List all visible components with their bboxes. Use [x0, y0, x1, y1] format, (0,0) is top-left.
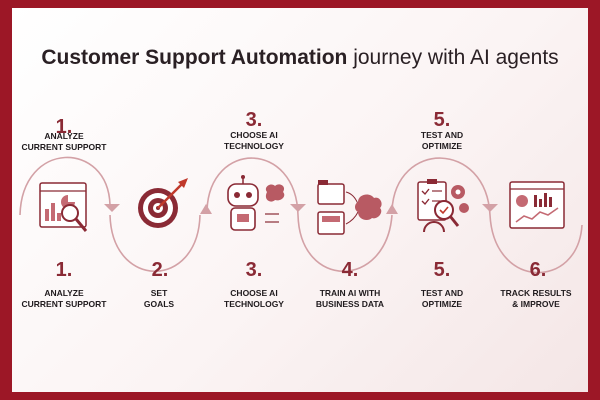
top-step-1-label: ANALYZE CURRENT SUPPORT	[21, 131, 107, 152]
bottom-step-3-number: 3.	[245, 259, 263, 281]
bottom-step-1-number: 1.	[55, 259, 73, 281]
bottom-step-6-label: TRACK RESULTS & IMPROVE	[500, 288, 572, 309]
ai-robot-icon	[227, 175, 285, 231]
flow-arrow-2	[200, 204, 212, 214]
bottom-step-5-number: 5.	[433, 259, 451, 281]
top-step-3-label: CHOOSE AI TECHNOLOGY	[224, 130, 284, 151]
title-rest: journey with AI agents	[347, 46, 559, 69]
bottom-step-6-number: 6.	[529, 259, 547, 281]
top-step-5-label: TEST AND OPTIMIZE	[420, 130, 464, 151]
dashboard-chart-icon	[509, 181, 565, 229]
bottom-step-3-label: CHOOSE AI TECHNOLOGY	[224, 288, 284, 309]
bottom-step-5-label: TEST AND OPTIMIZE	[420, 288, 464, 309]
flow-arrow-3	[290, 204, 306, 212]
infographic-card	[12, 8, 588, 392]
files-brain-icon	[317, 180, 382, 235]
flow-arrow-4	[386, 204, 398, 214]
flow-arrow-1	[104, 204, 120, 212]
checklist-gear-icon	[417, 179, 469, 233]
flow-path	[19, 156, 583, 274]
top-step-5-number: 5.	[433, 109, 451, 131]
bottom-step-4-label: TRAIN AI WITH BUSINESS DATA	[315, 288, 385, 309]
bottom-step-2-number: 2.	[151, 259, 169, 281]
top-step-3-number: 3.	[245, 109, 263, 131]
top-step-1-number: 1.	[55, 116, 73, 138]
target-arrow-icon	[138, 178, 188, 228]
bottom-step-1-label: ANALYZE CURRENT SUPPORT	[21, 288, 107, 309]
page-title: Customer Support Automation journey with…	[0, 46, 600, 70]
analytics-magnifier-icon	[39, 182, 88, 232]
bottom-step-2-label: SET GOALS	[143, 288, 175, 309]
bottom-step-4-number: 4.	[341, 259, 359, 281]
title-bold: Customer Support Automation	[41, 46, 348, 69]
flow-arrow-5	[482, 204, 498, 212]
